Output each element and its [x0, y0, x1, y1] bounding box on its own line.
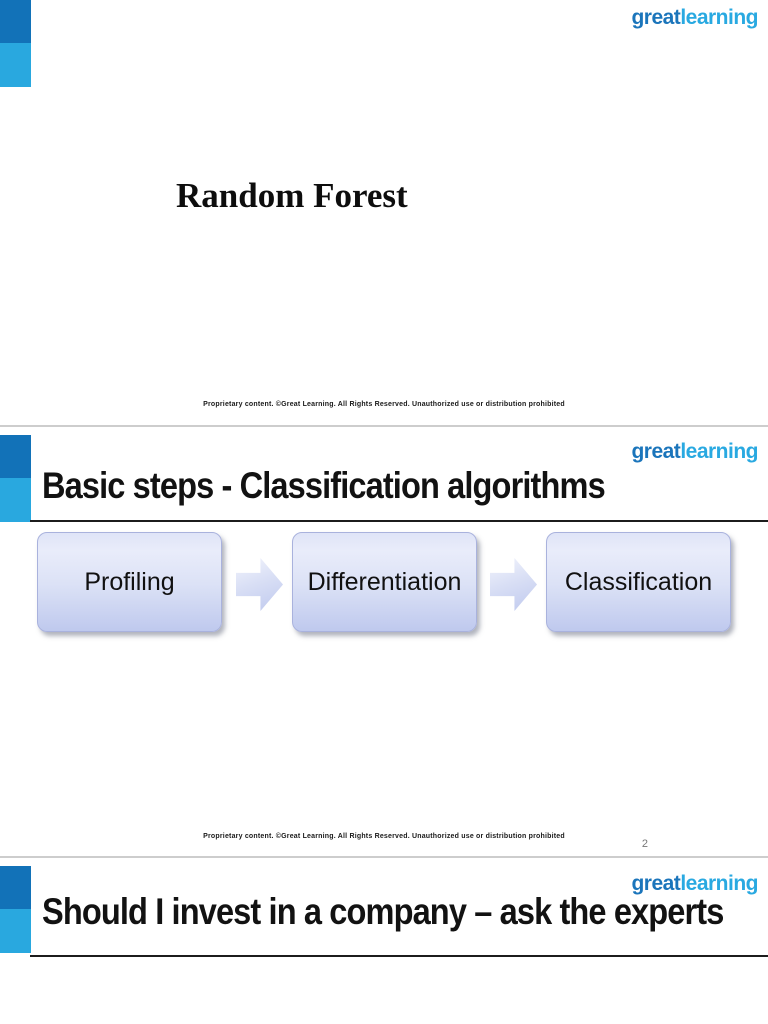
slide-1-random-forest: greatlearning Random Forest Proprietary …: [0, 0, 768, 425]
greatlearning-logo: greatlearning: [631, 872, 758, 896]
title-underline: [30, 955, 768, 957]
logo-text-great: great: [631, 872, 681, 895]
greatlearning-logo: greatlearning: [631, 440, 758, 464]
slide-separator: [0, 425, 768, 427]
slide-title: Random Forest: [176, 176, 408, 215]
logo-text-great: great: [631, 440, 681, 463]
flow-step-classification: Classification: [546, 532, 731, 632]
logo-text-learning: learning: [680, 440, 758, 463]
flow-step-label: Profiling: [84, 567, 175, 596]
flow-step-label: Differentiation: [307, 567, 462, 596]
corner-marker-dark: [0, 866, 31, 909]
title-underline: [30, 520, 768, 522]
corner-marker-light: [0, 43, 31, 87]
slide-title: Should I invest in a company – ask the e…: [42, 891, 724, 932]
flow-step-label: Classification: [564, 567, 713, 596]
greatlearning-logo: greatlearning: [631, 6, 758, 30]
footer-copyright: Proprietary content. ©Great Learning. Al…: [203, 833, 565, 840]
flow-step-profiling: Profiling: [37, 532, 222, 632]
logo-text-learning: learning: [680, 6, 758, 29]
arrow-right-icon: [236, 558, 283, 611]
footer-copyright: Proprietary content. ©Great Learning. Al…: [203, 401, 565, 408]
arrow-right-icon: [490, 558, 537, 611]
corner-marker-light: [0, 478, 31, 522]
slide-separator: [0, 856, 768, 858]
slide-2-basic-steps: greatlearning Basic steps - Classificati…: [0, 427, 768, 856]
corner-marker-light: [0, 909, 31, 953]
page-number: 2: [641, 838, 648, 850]
corner-marker-dark: [0, 0, 31, 43]
logo-text-learning: learning: [680, 872, 758, 895]
slide-3-should-i-invest: greatlearning Should I invest in a compa…: [0, 858, 768, 1024]
slide-title: Basic steps - Classification algorithms: [42, 465, 606, 506]
flow-step-differentiation: Differentiation: [292, 532, 477, 632]
corner-marker-dark: [0, 435, 31, 478]
logo-text-great: great: [631, 6, 681, 29]
